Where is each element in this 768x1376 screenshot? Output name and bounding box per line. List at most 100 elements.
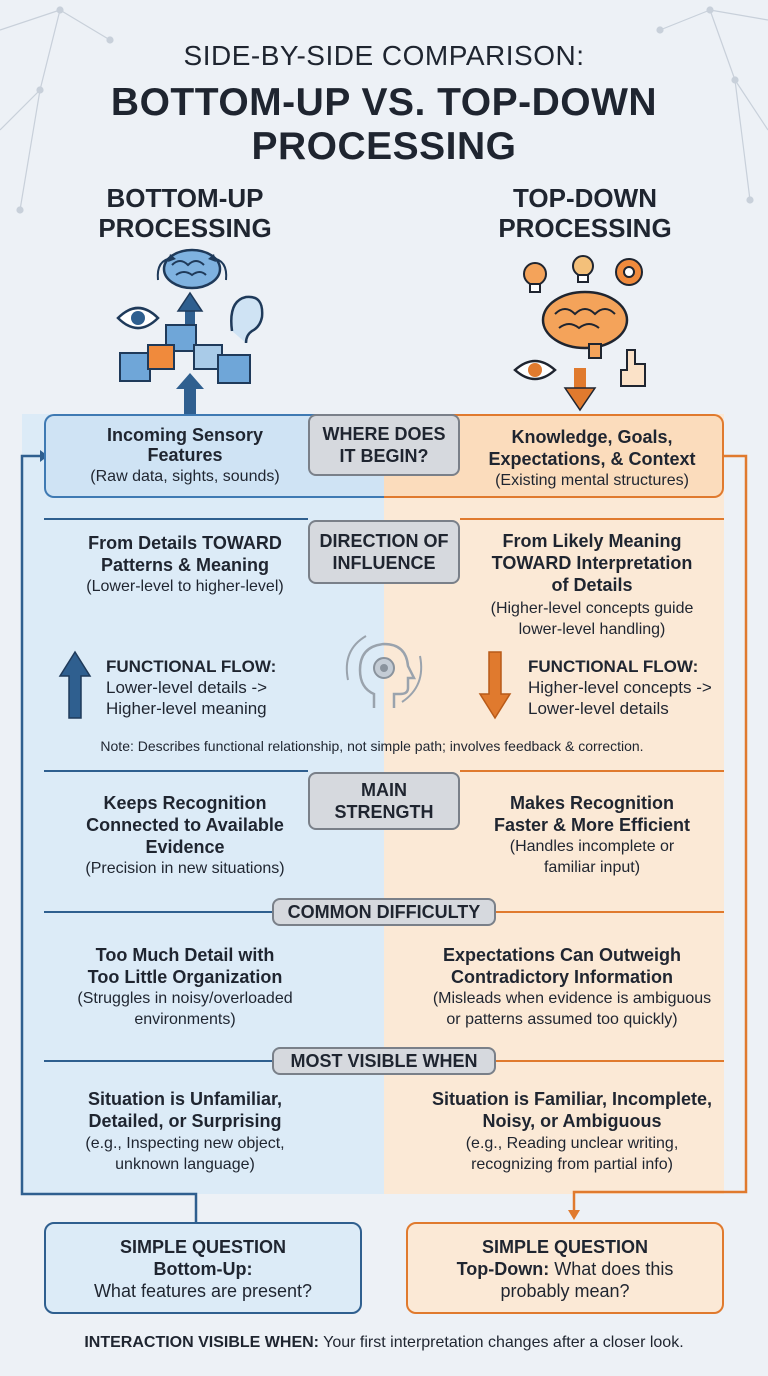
row-label-visible: MOST VISIBLE WHEN (272, 1047, 496, 1075)
right-direction-note-2: lower-level handling) (518, 621, 666, 638)
eye-icon (513, 359, 557, 381)
left-question-title-2: Bottom-Up: (153, 1259, 253, 1279)
right-flow-title: FUNCTIONAL FLOW: (528, 657, 699, 676)
left-strength-note: (Precision in new situations) (85, 860, 285, 877)
left-strength-2: Connected to Available (86, 815, 284, 835)
left-difficulty-1: Too Much Detail with (95, 945, 275, 965)
right-strength-note-2: familiar input) (543, 859, 641, 876)
right-question-text-1: What does this (549, 1259, 674, 1279)
ear-icon (230, 295, 264, 344)
divider-right (496, 911, 724, 913)
left-heading-1: BOTTOM-UP (106, 183, 264, 213)
right-strength-1: Makes Recognition (509, 793, 675, 813)
brain-icon (162, 248, 222, 290)
right-question-text-2: probably mean? (500, 1281, 630, 1301)
left-strength-1: Keeps Recognition (103, 793, 267, 813)
left-visible-2: Detailed, or Surprising (88, 1111, 282, 1131)
right-difficulty-note-1: (Misleads when evidence is ambiguous (432, 990, 712, 1007)
left-difficulty-note-1: (Struggles in noisy/overloaded (77, 990, 293, 1007)
cubes-icon (119, 324, 251, 384)
eye-icon (116, 306, 160, 330)
down-flow-arrow-icon (478, 651, 512, 720)
network-decoration (0, 6, 768, 214)
left-direction-1: From Details TOWARD (88, 533, 282, 553)
left-visible-note-2: unknown language) (115, 1156, 255, 1173)
left-flow-2: Higher-level meaning (106, 699, 267, 718)
divider-left (44, 770, 308, 772)
right-visible-note-2: recognizing from partial info) (471, 1156, 673, 1173)
left-direction-note: (Lower-level to higher-level) (86, 578, 284, 595)
left-direction-2: Patterns & Meaning (100, 555, 270, 575)
right-begin-note: (Existing mental structures) (495, 472, 689, 489)
right-strength-note-1: (Handles incomplete or (509, 838, 675, 855)
right-difficulty-note-2: or patterns assumed too quickly) (446, 1011, 678, 1028)
left-begin-title-2: Features (147, 445, 223, 465)
row-label-difficulty: COMMON DIFFICULTY (272, 898, 496, 926)
footer-label: INTERACTION VISIBLE WHEN: (84, 1334, 319, 1351)
right-heading-2: PROCESSING (498, 213, 672, 243)
title-line-1: SIDE-BY-SIDE COMPARISON: (183, 40, 585, 71)
top-down-illustration (513, 255, 646, 412)
left-question-title-1: SIMPLE QUESTION (119, 1237, 287, 1257)
row-label-strength-2: STRENGTH (334, 802, 434, 822)
divider-right (460, 518, 724, 520)
gear-icon (615, 258, 643, 286)
divider-right (496, 1060, 724, 1062)
left-difficulty-note-2: environments) (134, 1011, 236, 1028)
right-difficulty-2: Contradictory Information (450, 967, 673, 987)
left-question-text: What features are present? (93, 1281, 313, 1301)
row-label-begin-2: IT BEGIN? (339, 446, 429, 466)
row-label-strength: MAIN STRENGTH (308, 772, 460, 830)
right-begin-title-2: Expectations, & Context (488, 449, 696, 469)
right-visible-2: Noisy, or Ambiguous (482, 1111, 662, 1131)
head-cycle-icon (345, 635, 423, 708)
down-arrow-icon (563, 368, 597, 412)
left-begin-note: (Raw data, sights, sounds) (90, 468, 280, 485)
left-visible-note-1: (e.g., Inspecting new object, (85, 1135, 285, 1152)
right-question-bold: Top-Down: (456, 1259, 550, 1279)
footer-text: Your first interpretation changes after … (319, 1334, 684, 1351)
right-heading-1: TOP-DOWN (513, 183, 657, 213)
right-visible-note-1: (e.g., Reading unclear writing, (465, 1135, 679, 1152)
bottom-up-question-box (44, 1222, 362, 1314)
lightbulb-icon (523, 255, 594, 293)
right-strength-2: Faster & More Efficient (493, 815, 691, 835)
title-line-2: BOTTOM-UP VS. TOP-DOWN (110, 81, 658, 124)
left-heading-2: PROCESSING (98, 213, 272, 243)
feedback-note: Note: Describes functional relationship,… (100, 738, 644, 754)
right-flow-2: Lower-level details (528, 699, 669, 718)
brain-icon (541, 290, 629, 359)
left-flow-title: FUNCTIONAL FLOW: (106, 657, 277, 676)
right-difficulty-1: Expectations Can Outweigh (442, 945, 682, 965)
left-visible-1: Situation is Unfamiliar, (87, 1089, 283, 1109)
row-label-direction-2: INFLUENCE (332, 553, 436, 573)
row-label-begin: WHERE DOES IT BEGIN? (308, 414, 460, 476)
row-label-direction: DIRECTION OF INFLUENCE (308, 520, 460, 584)
right-question-line-1: Top-Down: What does this (406, 1258, 724, 1280)
right-visible-1: Situation is Familiar, Incomplete, (431, 1089, 713, 1109)
left-begin-title-1: Incoming Sensory (106, 425, 264, 445)
title-line-3: PROCESSING (251, 125, 517, 168)
top-down-question-box (406, 1222, 724, 1314)
bottom-up-illustration (116, 248, 264, 415)
divider-left (44, 518, 308, 520)
right-direction-3: of Details (551, 575, 633, 595)
up-flow-arrow-icon (58, 650, 92, 719)
row-label-direction-1: DIRECTION OF (319, 531, 449, 551)
right-flow-1: Higher-level concepts -> (528, 678, 712, 697)
left-difficulty-2: Too Little Organization (87, 967, 283, 987)
right-direction-note-1: (Higher-level concepts guide (490, 600, 694, 617)
left-strength-3: Evidence (145, 837, 225, 857)
up-arrow-icon (176, 291, 204, 330)
divider-right (460, 770, 724, 772)
right-direction-1: From Likely Meaning (502, 531, 682, 551)
divider-left (44, 1060, 272, 1062)
left-flow-1: Lower-level details -> (106, 678, 268, 697)
hand-pointer-icon (620, 349, 646, 387)
right-direction-2: TOWARD Interpretation (491, 553, 693, 573)
row-label-begin-1: WHERE DOES (322, 424, 446, 444)
divider-left (44, 911, 272, 913)
right-begin-title-1: Knowledge, Goals, (511, 427, 673, 447)
right-question-title: SIMPLE QUESTION (481, 1237, 649, 1257)
